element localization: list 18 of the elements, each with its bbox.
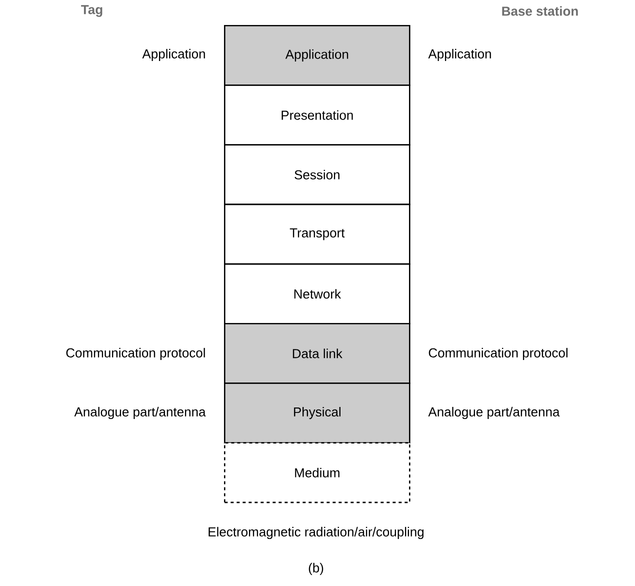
layer-box: Transport xyxy=(224,204,410,265)
layer-box: Presentation xyxy=(224,84,410,146)
layer-label: Communication protocol xyxy=(66,348,205,360)
column-heading: Base station xyxy=(502,6,578,16)
column-heading: Tag xyxy=(81,5,102,17)
layer-label: Application xyxy=(142,48,205,62)
layer-box: Network xyxy=(224,263,410,324)
layer-label: Analogue part/antenna xyxy=(428,406,560,420)
layer-label: Electromagnetic radiation/air/coupling xyxy=(208,526,424,540)
layer-label: Application xyxy=(428,48,491,62)
layer-label: Analogue part/antenna xyxy=(74,406,206,420)
layer-box: Medium xyxy=(224,442,410,504)
layer-label: Communication protocol xyxy=(428,348,568,360)
layer-box: Physical xyxy=(224,382,410,444)
caption: (b) xyxy=(308,562,324,576)
layer-box: Data link xyxy=(224,323,410,384)
layer-box: Application xyxy=(224,25,410,86)
layer-box: Session xyxy=(224,144,410,206)
